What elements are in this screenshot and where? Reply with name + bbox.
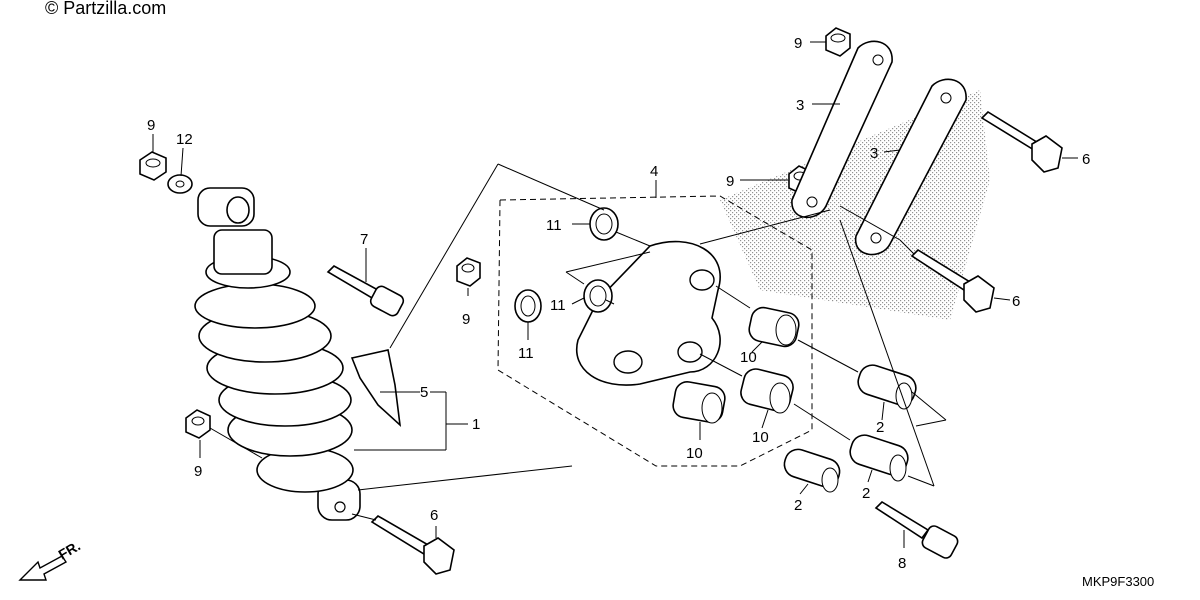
nut-top-right	[825, 27, 851, 57]
diagram-code: MKP9F3300	[1082, 574, 1154, 589]
callout-9-top-right: 9	[794, 35, 802, 52]
needle-bearing-lower-right	[740, 368, 794, 414]
needle-bearing-lower-left	[672, 381, 726, 424]
callout-6-upper: 6	[1082, 151, 1090, 168]
dust-seal-left	[514, 289, 542, 323]
callout-2-right: 2	[862, 485, 870, 502]
label-sticker	[350, 349, 402, 428]
callout-8: 8	[898, 555, 906, 572]
link-plate-upper	[791, 40, 893, 219]
callout-2-left: 2	[794, 497, 802, 514]
callout-10-lower-left: 10	[686, 445, 703, 462]
callout-3-upper: 3	[796, 97, 804, 114]
bolt-7	[326, 265, 405, 317]
callout-5: 5	[420, 384, 428, 401]
reference-lines	[152, 41, 1078, 548]
nut-lower-left	[185, 409, 211, 439]
cushion-arm-group-outline	[497, 195, 813, 467]
callout-2-upper: 2	[876, 419, 884, 436]
callout-7: 7	[360, 231, 368, 248]
callout-10-lower-right: 10	[752, 429, 769, 446]
callout-11-left: 11	[518, 345, 534, 362]
callout-labels: 1 2 2 2 3 3 4 5 6 6 6 7 8 9 9 9 9 9 10 1…	[147, 35, 1090, 572]
washer	[167, 174, 193, 194]
needle-bearing-upper	[748, 306, 800, 348]
callout-6-middle: 6	[1012, 293, 1020, 310]
bolt-6-middle	[910, 248, 995, 313]
dust-seal-upper	[589, 207, 619, 241]
bolt-8	[874, 500, 959, 559]
callout-11-upper: 11	[546, 217, 562, 234]
front-arrow-icon: FR.	[18, 537, 83, 581]
collar-lower-right	[849, 434, 909, 482]
shock-body	[213, 229, 273, 275]
link-plate-lower	[855, 78, 967, 256]
callout-9-lower-left: 9	[194, 463, 202, 480]
bolt-6-bottom	[370, 515, 455, 575]
shock-absorber	[194, 187, 361, 521]
bolt-6-upper	[980, 110, 1063, 173]
callout-9-top-left: 9	[147, 117, 155, 134]
callout-9-middle-right: 9	[726, 173, 734, 190]
nut-center	[456, 257, 481, 287]
callout-9-center: 9	[462, 311, 470, 328]
collar-lower-left	[783, 448, 841, 493]
callout-1: 1	[472, 416, 480, 433]
callout-11-middle: 11	[550, 297, 566, 314]
callout-10-upper: 10	[740, 349, 757, 366]
callout-4: 4	[650, 163, 658, 180]
cushion-arm	[575, 240, 721, 386]
callout-6-bottom: 6	[430, 507, 438, 524]
nut-top-left	[139, 151, 167, 181]
callout-12: 12	[176, 131, 193, 148]
collar-upper-right	[857, 364, 917, 410]
dust-seal-middle	[583, 279, 613, 313]
callout-3-lower: 3	[870, 145, 878, 162]
watermark: © Partzilla.com	[45, 0, 166, 18]
